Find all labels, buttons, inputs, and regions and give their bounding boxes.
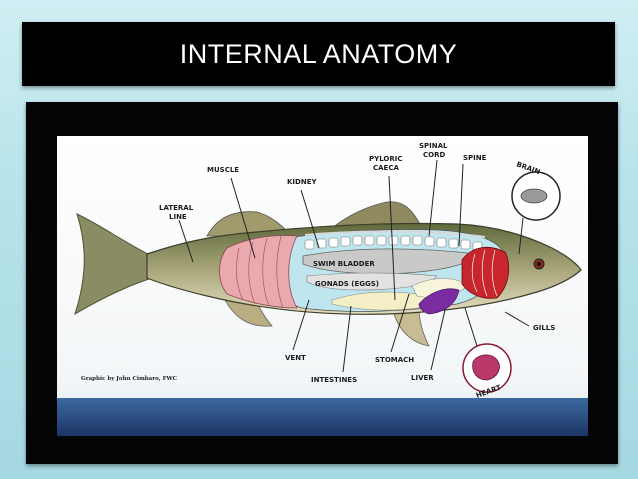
lateral-line-label-line2: LINE	[169, 213, 187, 221]
slide-title: INTERNAL ANATOMY	[179, 38, 458, 69]
spinal-cord-label-line2: CORD	[423, 151, 445, 159]
fish-anatomy-diagram: SWIM BLADDER GONADS (EGGS) BRAIN HEART	[57, 136, 588, 436]
muscle-label: MUSCLE	[207, 166, 239, 174]
brain-icon	[520, 188, 548, 204]
dorsal-fin-front	[330, 201, 423, 229]
spine-label: SPINE	[463, 154, 487, 162]
pyloric-caeca-label-line2: CAECA	[373, 164, 399, 172]
gill-filaments	[471, 249, 498, 297]
leader-lines	[178, 159, 530, 373]
vent-label: VENT	[285, 354, 306, 362]
title-bar: INTERNAL ANATOMY	[22, 22, 615, 86]
swim-bladder-label: SWIM BLADDER	[313, 260, 375, 268]
gills	[461, 246, 510, 299]
heart-callout-line	[464, 307, 478, 347]
brain-callout-line	[518, 217, 524, 255]
kidney-label: KIDNEY	[287, 178, 317, 186]
liver-label: LIVER	[411, 374, 434, 382]
gonads-label: GONADS (EGGS)	[315, 280, 379, 288]
liver	[418, 288, 460, 315]
spine-vertebrae	[304, 235, 483, 252]
eye-pupil	[537, 262, 541, 266]
pyloric-caeca-label-line1: PYLORIC	[369, 155, 403, 163]
stomach-label: STOMACH	[375, 356, 414, 364]
muscle-lines	[236, 235, 284, 309]
lateral-line-label-line1: LATERAL	[159, 204, 194, 212]
graphic-credit: Graphic by John Cimbaro, FWC	[81, 376, 178, 382]
gills-label: GILLS	[533, 324, 555, 332]
water-strip	[57, 398, 588, 436]
heart-icon	[472, 354, 500, 381]
spinal-cord-label-line1: SPINAL	[419, 142, 448, 150]
fish-svg: SWIM BLADDER GONADS (EGGS) BRAIN HEART	[57, 136, 588, 436]
swim-bladder	[302, 248, 478, 275]
spinal-cord	[304, 230, 486, 238]
intestines-label: INTESTINES	[311, 376, 357, 384]
tail-fin	[74, 213, 153, 316]
